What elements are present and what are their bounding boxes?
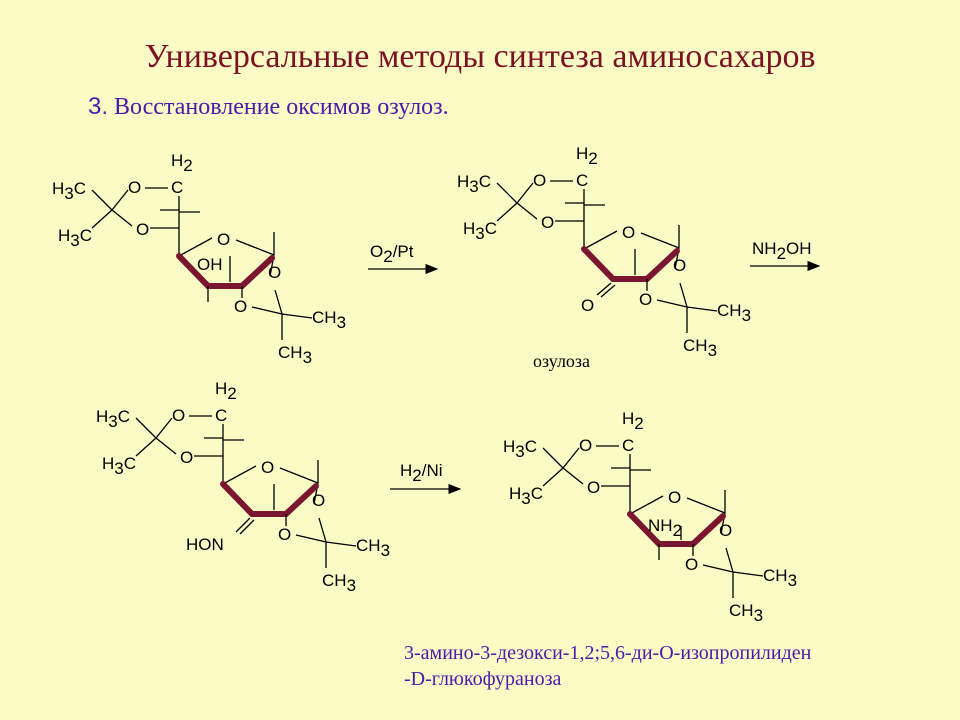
- methyl-label: H3C: [102, 454, 136, 478]
- ring-oxygen-label: O: [622, 223, 635, 242]
- carbon-label: C: [576, 171, 588, 190]
- oxygen-label: O: [234, 297, 247, 316]
- reagent-label: NH2OH: [752, 239, 812, 263]
- methyl-label: CH3: [683, 336, 717, 360]
- oxygen-label: O: [587, 478, 600, 497]
- oxygen-label: O: [278, 525, 291, 544]
- methyl-label: H3C: [503, 437, 537, 461]
- reagent-label: H2/Ni: [400, 461, 443, 485]
- product-name-line2: -D-глюкофураноза: [404, 668, 562, 690]
- subtitle-text: Восстановление оксимов озулоз.: [114, 94, 449, 120]
- page-title: Универсальные методы синтеза аминосахаро…: [144, 38, 816, 75]
- molecule-start: H3C H3C O O C H2 O O OH O CH3 CH3: [52, 151, 346, 367]
- oxygen-label: O: [685, 555, 698, 574]
- oxygen-label: O: [128, 178, 141, 197]
- furanose-ring: O O OH O CH3 CH3: [176, 230, 346, 367]
- oxygen-label: O: [136, 220, 149, 239]
- oxygen-label: O: [639, 290, 652, 309]
- molecule-ozulose: H3C H3C O O C H2 O O O O CH3 CH3: [457, 144, 751, 360]
- hydrogen-label: H2: [622, 409, 644, 433]
- methyl-label: H3C: [457, 172, 491, 196]
- carbon-label: C: [171, 178, 183, 197]
- hydrogen-label: H2: [576, 144, 598, 168]
- oxime-label: HON: [186, 535, 224, 554]
- methyl-label: CH3: [763, 566, 797, 590]
- methyl-label: CH3: [278, 343, 312, 367]
- methyl-label: H3C: [463, 219, 497, 243]
- subtitle-number: 3.: [88, 93, 109, 120]
- reaction-arrow-reduction: H2/Ni: [390, 461, 462, 495]
- reagent-label: O2/Pt: [370, 242, 414, 266]
- carbon-label: C: [622, 436, 634, 455]
- methyl-label: CH3: [729, 601, 763, 625]
- methyl-label: CH3: [312, 308, 346, 332]
- ozulose-label: озулоза: [533, 351, 590, 371]
- ring-oxygen-label: O: [261, 458, 274, 477]
- ring-oxygen-label: O: [217, 230, 230, 249]
- carbon-label: C: [215, 406, 227, 425]
- oxygen-label: O: [180, 448, 193, 467]
- oxygen-label: O: [719, 521, 732, 540]
- methyl-label: CH3: [356, 536, 390, 560]
- hydrogen-label: H2: [171, 151, 193, 175]
- oxygen-label: O: [533, 171, 546, 190]
- product-name-line1: 3-амино-3-дезокси-1,2;5,6-ди-О-изопропил…: [404, 642, 812, 664]
- product-name: 3-амино-3-дезокси-1,2;5,6-ди-О-изопропил…: [404, 640, 811, 692]
- molecule-product: H3C H3C O O C H2 O O NH2 O CH3 CH3: [503, 409, 797, 625]
- ring-oxygen-label: O: [668, 488, 681, 507]
- methyl-label: H3C: [58, 226, 92, 250]
- carbonyl-oxygen-label: O: [581, 296, 594, 315]
- oxygen-label: O: [579, 436, 592, 455]
- page-subtitle: 3. Восстановление оксимов озулоз.: [88, 93, 449, 121]
- oxygen-label: O: [268, 263, 281, 282]
- oxygen-label: O: [673, 256, 686, 275]
- oxygen-label: O: [312, 491, 325, 510]
- oxygen-label: O: [172, 406, 185, 425]
- methyl-label: CH3: [717, 301, 751, 325]
- isopropylidene-top: H3C H3C O O C H2: [52, 151, 200, 256]
- methyl-label: H3C: [96, 407, 130, 431]
- methyl-label: H3C: [52, 179, 86, 203]
- hydrogen-label: H2: [215, 379, 237, 403]
- methyl-label: H3C: [509, 484, 543, 508]
- reaction-arrow-oximation: NH2OH: [750, 239, 821, 272]
- amino-label: NH2: [648, 516, 682, 540]
- hydroxyl-label: OH: [197, 255, 223, 274]
- molecule-oxime: H3C H3C O O C H2 O O HON O CH3 CH3: [96, 379, 390, 595]
- oxygen-label: O: [541, 213, 554, 232]
- methyl-label: CH3: [322, 571, 356, 595]
- reaction-arrow-oxidation: O2/Pt: [368, 242, 439, 275]
